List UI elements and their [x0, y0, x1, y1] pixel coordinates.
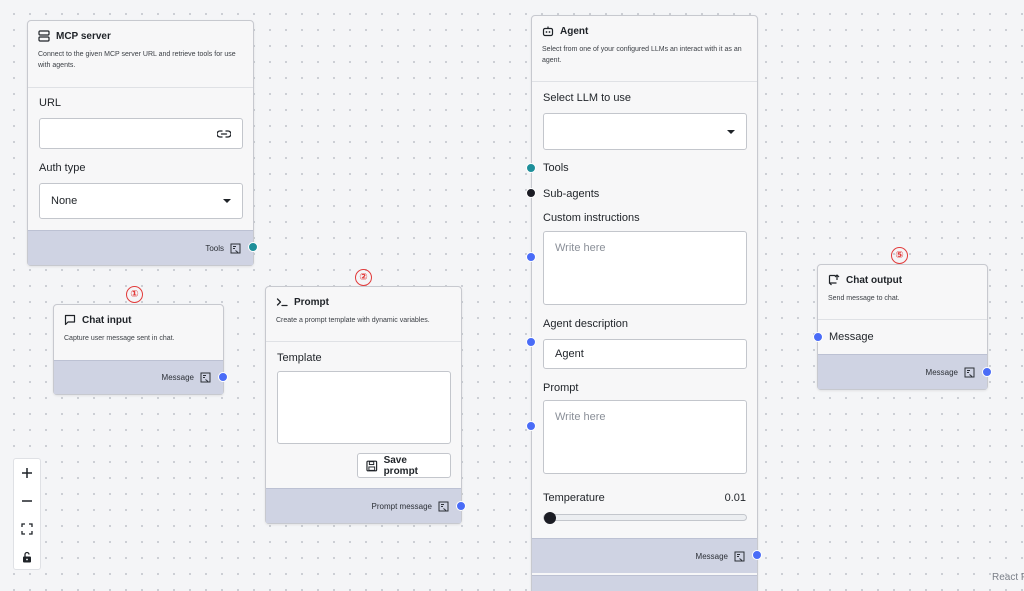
custom-instructions-label: Custom instructions — [543, 212, 640, 224]
node-title: Chat input — [82, 314, 132, 326]
output-inspect-icon[interactable] — [230, 243, 241, 254]
save-prompt-button[interactable]: Save prompt — [357, 453, 451, 478]
output-label: Tools — [205, 243, 224, 253]
step-badge-2: ② — [355, 269, 372, 286]
custom-instructions-textarea[interactable]: Write here — [543, 231, 747, 305]
agent-node[interactable]: Agent Select from one of your configured… — [531, 15, 758, 591]
tools-input-handle[interactable] — [526, 163, 536, 173]
output-inspect-icon[interactable] — [438, 501, 449, 512]
prompt-node[interactable]: Prompt Create a prompt template with dyn… — [265, 286, 462, 524]
node-header: Chat input Capture user message sent in … — [54, 305, 223, 361]
node-header: Agent Select from one of your configured… — [532, 16, 757, 82]
output-label: Message — [161, 373, 194, 382]
chevron-down-icon — [223, 199, 231, 203]
auth-type-select[interactable]: None — [39, 183, 243, 219]
output-inspect-icon[interactable] — [964, 367, 975, 378]
output-inspect-icon[interactable] — [200, 372, 211, 383]
lock-icon — [23, 551, 31, 563]
save-prompt-label: Save prompt — [383, 454, 419, 477]
chat-bubble-icon — [64, 314, 76, 326]
select-llm-label: Select LLM to use — [543, 92, 632, 104]
terminal-icon — [276, 298, 288, 307]
fit-view-button[interactable] — [14, 515, 40, 543]
node-description: Select from one of your configured LLMs … — [542, 46, 742, 64]
node-footer: Message — [818, 354, 987, 389]
sub-agents-input-handle[interactable] — [526, 188, 536, 198]
chat-output-node[interactable]: Chat output Send message to chat. Messag… — [817, 264, 988, 390]
node-footer-extra — [532, 575, 757, 591]
output-label: Message — [925, 367, 958, 377]
auth-type-label: Auth type — [39, 162, 86, 174]
save-icon — [366, 460, 378, 471]
step-badge-1: ① — [126, 286, 143, 303]
prompt-textarea[interactable]: Write here — [543, 400, 747, 474]
fit-view-icon — [21, 523, 33, 535]
temperature-value: 0.01 — [724, 492, 746, 504]
step-badge-5: ⑤ — [891, 247, 908, 264]
node-description: Create a prompt template with dynamic va… — [276, 317, 430, 324]
minus-icon — [22, 500, 32, 502]
tools-output-handle[interactable] — [248, 242, 258, 252]
node-header: MCP server Connect to the given MCP serv… — [28, 21, 253, 88]
chat-output-icon — [828, 274, 840, 286]
message-output-handle[interactable] — [752, 550, 762, 560]
select-llm-dropdown[interactable] — [543, 113, 747, 150]
prompt-label: Prompt — [543, 382, 579, 394]
node-description: Connect to the given MCP server URL and … — [38, 51, 236, 69]
zoom-out-button[interactable] — [14, 487, 40, 515]
prompt-message-output-handle[interactable] — [456, 501, 466, 511]
node-footer: Prompt message — [266, 488, 461, 523]
sub-agents-label: Sub-agents — [543, 188, 600, 200]
node-header: Prompt Create a prompt template with dyn… — [266, 287, 461, 342]
tools-label: Tools — [543, 162, 569, 174]
prompt-input-handle[interactable] — [526, 421, 536, 431]
node-description: Send message to chat. — [828, 295, 900, 302]
template-textarea[interactable] — [277, 371, 451, 444]
auth-type-value: None — [51, 195, 78, 207]
output-inspect-icon[interactable] — [734, 551, 745, 562]
node-title: Prompt — [294, 296, 329, 308]
url-label: URL — [39, 97, 62, 109]
agent-description-label: Agent description — [543, 318, 628, 330]
message-input-handle[interactable] — [813, 332, 823, 342]
message-label: Message — [829, 331, 874, 343]
node-title: Agent — [560, 25, 589, 37]
url-input[interactable] — [39, 118, 243, 149]
react-flow-attribution[interactable]: React F — [992, 572, 1024, 583]
node-footer: Message — [54, 360, 223, 394]
lock-button[interactable] — [14, 543, 40, 571]
server-icon — [38, 30, 50, 42]
output-label: Message — [695, 551, 728, 561]
message-output-handle[interactable] — [218, 372, 228, 382]
template-label: Template — [277, 352, 322, 364]
zoom-in-button[interactable] — [14, 459, 40, 487]
robot-icon — [542, 26, 554, 37]
agent-description-input[interactable]: Agent — [543, 339, 747, 369]
temperature-slider-thumb[interactable] — [544, 512, 556, 524]
temperature-slider[interactable] — [543, 512, 747, 524]
chevron-down-icon — [727, 129, 735, 134]
node-footer: Message — [532, 538, 757, 573]
chat-input-node[interactable]: Chat input Capture user message sent in … — [53, 304, 224, 395]
canvas-controls — [13, 458, 41, 570]
mcp-server-node[interactable]: MCP server Connect to the given MCP serv… — [27, 20, 254, 266]
custom-instructions-input-handle[interactable] — [526, 252, 536, 262]
message-output-handle[interactable] — [982, 367, 992, 377]
node-header: Chat output Send message to chat. — [818, 265, 987, 320]
node-title: MCP server — [56, 30, 111, 42]
agent-description-input-handle[interactable] — [526, 337, 536, 347]
temperature-label: Temperature — [543, 492, 605, 504]
node-footer: Tools — [28, 230, 253, 265]
link-icon — [217, 129, 231, 138]
node-title: Chat output — [846, 274, 903, 286]
output-label: Prompt message — [371, 501, 432, 511]
node-description: Capture user message sent in chat. — [64, 335, 175, 342]
plus-icon — [22, 468, 32, 478]
